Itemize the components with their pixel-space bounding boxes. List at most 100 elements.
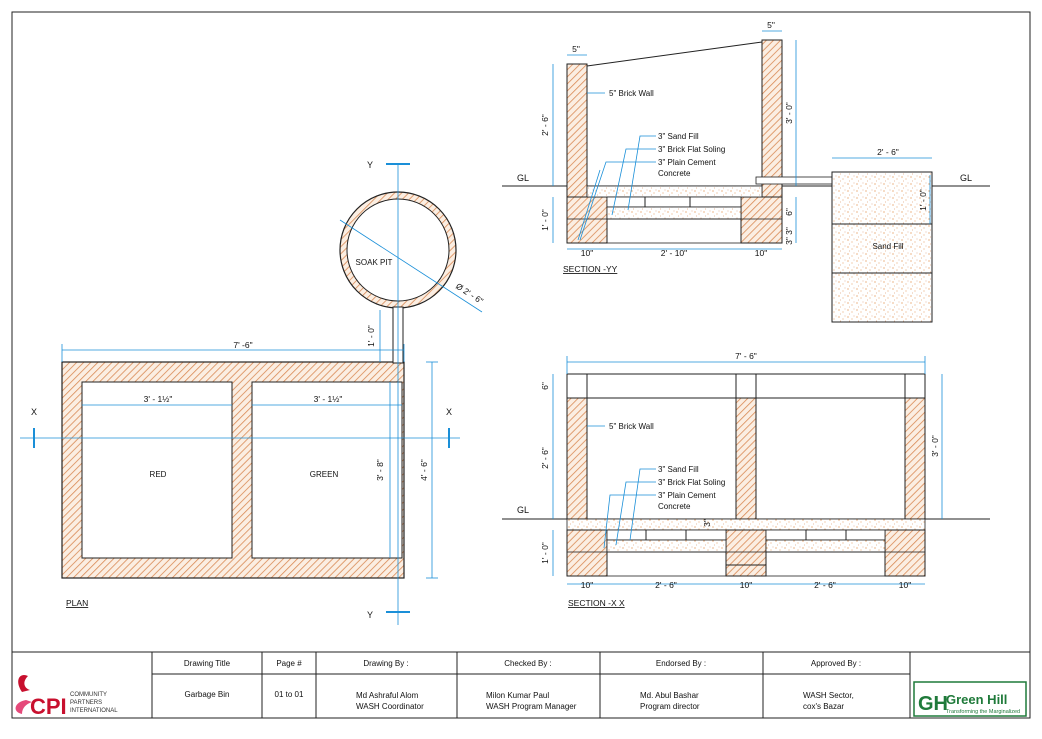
gh-tagline: Transforming the Marginalized xyxy=(946,709,1020,715)
xx-wall-note: 5" Brick Wall xyxy=(609,422,654,431)
yy-layer-1: 3" Sand Fill xyxy=(658,132,699,141)
tb-approved-line1: WASH Sector, xyxy=(803,691,854,700)
red-chamber-label: RED xyxy=(150,470,167,479)
tb-header-endorsed: Endorsed By : xyxy=(656,659,706,668)
tb-checked-name: Milon Kumar Paul xyxy=(486,691,549,700)
yy-wall-thick-right: 5" xyxy=(767,20,775,30)
xx-brick-soling-right xyxy=(765,529,886,541)
xx-layer-2: 3" Brick Flat Soling xyxy=(658,478,725,487)
plan-red-chamber xyxy=(81,381,233,559)
tb-header-title: Drawing Title xyxy=(184,659,231,668)
xx-b4: 2' - 6" xyxy=(814,580,836,590)
green-hill-logo: GH Green Hill Transforming the Marginali… xyxy=(913,681,1027,717)
yy-wall-left xyxy=(566,63,588,198)
tb-approved-line2: cox's Bazar xyxy=(803,702,844,711)
gh-mark: GH xyxy=(918,693,948,715)
tb-checked-role: WASH Program Manager xyxy=(486,702,577,711)
yy-soak-pit xyxy=(831,171,933,323)
tb-header-checked: Checked By : xyxy=(504,659,552,668)
tb-drawn-role: WASH Coordinator xyxy=(356,702,424,711)
tb-drawing-title: Garbage Bin xyxy=(185,690,230,699)
section-xx-view: GL 5" Brick Wall 3" Sand Fill 3" Brick F… xyxy=(502,351,990,608)
xx-d3: 3" xyxy=(702,519,712,527)
cpi-logo-text: CPI xyxy=(30,694,67,719)
axis-y-label-bottom: Y xyxy=(367,610,373,620)
xx-layer-1: 3" Sand Fill xyxy=(658,465,699,474)
cpi-line3: INTERNATIONAL xyxy=(70,708,118,714)
tb-drawn-name: Md Ashraful Alom xyxy=(356,691,419,700)
sheet-border xyxy=(11,11,1031,719)
yy-cement-concrete xyxy=(606,206,742,220)
axis-x-label-left: X xyxy=(31,407,37,417)
yy-layer-3b: Concrete xyxy=(658,169,691,178)
plan-chamber-width-left: 3' - 1½" xyxy=(144,394,173,404)
xx-height-left: 2' - 6" xyxy=(540,447,550,469)
xx-top: 6" xyxy=(540,382,550,390)
yy-layer-3a: 3" Plain Cement xyxy=(658,158,716,167)
yy-d3a: 3" xyxy=(784,227,794,235)
plan-overall-depth: 4' - 6" xyxy=(419,459,429,481)
xx-b5: 10" xyxy=(899,580,911,590)
xx-height-right: 3' - 0" xyxy=(930,435,940,457)
yy-base-right: 10" xyxy=(755,248,767,258)
section-xx-caption: SECTION -X X xyxy=(568,598,625,608)
tb-endorsed-role: Program director xyxy=(640,702,700,711)
tb-header-approved: Approved By : xyxy=(811,659,861,668)
yy-d6: 6" xyxy=(784,208,794,216)
cpi-line1: COMMUNITY xyxy=(70,692,107,698)
xx-layer-3b: Concrete xyxy=(658,502,691,511)
yy-height-right: 3' - 0" xyxy=(784,102,794,124)
soak-pit-label: SOAK PIT xyxy=(356,258,393,267)
plan-caption: PLAN xyxy=(66,598,88,608)
yy-wall-thick-left: 5" xyxy=(572,44,580,54)
plan-green-chamber xyxy=(251,381,403,559)
plan-view: RED GREEN SOAK PIT X X Y Y 7' -6" 3' - 1… xyxy=(20,160,485,625)
section-yy-view: GL GL Sand Fill 5" Brick Wall 3" Sand Fi… xyxy=(502,20,990,323)
tb-header-drawn: Drawing By : xyxy=(363,659,408,668)
yy-wall-right xyxy=(761,39,783,198)
xx-layer-3a: 3" Plain Cement xyxy=(658,491,716,500)
gh-name: Green Hill xyxy=(946,692,1007,707)
xx-wall-right xyxy=(904,397,926,520)
gl-right-yy: GL xyxy=(960,173,972,183)
plan-pit-diameter: Ø 2' - 6" xyxy=(454,281,485,306)
yy-base-mid: 2' - 10" xyxy=(661,248,687,258)
yy-pit-width: 2' - 6" xyxy=(877,147,899,157)
axis-y-label-top: Y xyxy=(367,160,373,170)
yy-layer-2: 3" Brick Flat Soling xyxy=(658,145,725,154)
yy-roof-slope xyxy=(586,41,763,67)
yy-wall-note: 5" Brick Wall xyxy=(609,89,654,98)
xx-overall-width: 7' - 6" xyxy=(735,351,757,361)
plan-overall-width: 7' -6" xyxy=(233,340,252,350)
xx-brick-soling-left xyxy=(606,529,727,541)
plan-inner-depth: 3' - 8" xyxy=(375,459,385,481)
xx-sand-fill xyxy=(566,518,926,531)
xx-depth: 1' - 0" xyxy=(540,542,550,564)
yy-pit-depth: 1' - 0" xyxy=(918,189,928,211)
gl-left-yy: GL xyxy=(517,173,529,183)
tb-page: 01 to 01 xyxy=(275,690,304,699)
yy-base-left: 10" xyxy=(581,248,593,258)
plan-pipe-length: 1' - 0" xyxy=(366,325,376,347)
tb-endorsed-name: Md. Abul Bashar xyxy=(640,691,699,700)
xx-b2: 2' - 6" xyxy=(655,580,677,590)
xx-b1: 10" xyxy=(581,580,593,590)
xx-b3: 10" xyxy=(740,580,752,590)
title-block: Drawing Title Page # Drawing By : Checke… xyxy=(15,652,1027,719)
plan-chamber-width-right: 3' - 1½" xyxy=(314,394,343,404)
xx-wall-mid xyxy=(735,397,757,520)
cpi-line2: PARTNERS xyxy=(70,700,102,706)
yy-brick-soling xyxy=(606,196,742,208)
yy-height-left: 2' - 6" xyxy=(540,114,550,136)
xx-wall-left xyxy=(566,397,588,520)
section-yy-caption: SECTION -YY xyxy=(563,264,618,274)
tb-header-page: Page # xyxy=(276,659,302,668)
yy-sand-fill-label: Sand Fill xyxy=(872,242,903,251)
axis-x-label-right: X xyxy=(446,407,452,417)
cpi-logo: CPI COMMUNITY PARTNERS INTERNATIONAL xyxy=(15,674,118,719)
green-chamber-label: GREEN xyxy=(310,470,339,479)
yy-sand-fill xyxy=(586,185,763,198)
yy-depth: 1' - 0" xyxy=(540,209,550,231)
